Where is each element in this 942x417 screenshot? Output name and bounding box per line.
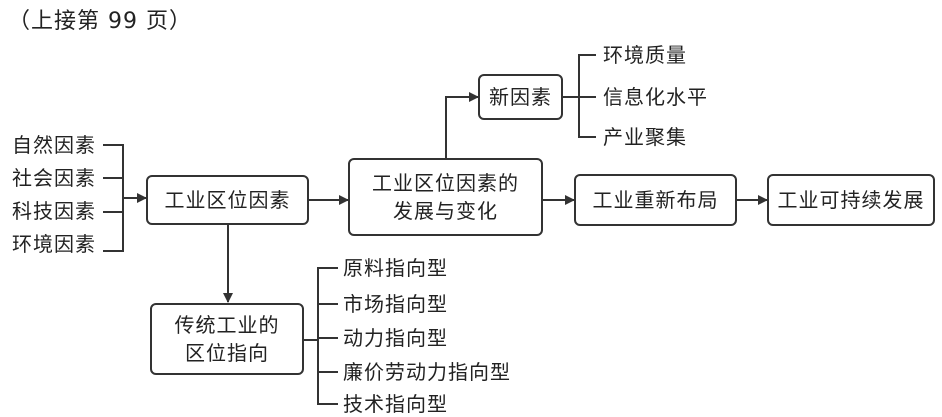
box-development-line1: 工业区位因素的 — [372, 171, 519, 195]
box-traditional-line1: 传统工业的 — [174, 313, 280, 337]
box-new-factors: 新因素 — [478, 74, 563, 120]
box-development-line2: 发展与变化 — [393, 199, 498, 223]
factor-bracket — [103, 144, 124, 252]
factor-technology: 科技因素 — [12, 199, 96, 223]
orientation-raw-material: 原料指向型 — [343, 256, 448, 280]
orientation-power: 动力指向型 — [343, 326, 448, 350]
box-development: 工业区位因素的 发展与变化 — [348, 158, 543, 236]
new-factor-item-informatization: 信息化水平 — [603, 85, 708, 109]
box-relayout: 工业重新布局 — [574, 174, 737, 226]
box-relayout-label: 工业重新布局 — [592, 188, 719, 212]
orientation-cheap-labor: 廉价劳动力指向型 — [343, 360, 511, 384]
orientation-technology: 技术指向型 — [343, 392, 448, 416]
orientation-bracket — [317, 267, 338, 405]
box-new-factors-label: 新因素 — [489, 85, 552, 109]
arrow-development-to-new — [445, 92, 479, 158]
new-factor-bracket — [578, 54, 596, 138]
factor-environment: 环境因素 — [12, 232, 96, 256]
box-traditional: 传统工业的 区位指向 — [150, 303, 304, 375]
box-traditional-line2: 区位指向 — [185, 341, 269, 365]
new-factor-item-industrial-agglomeration: 产业聚集 — [603, 125, 687, 149]
factor-natural: 自然因素 — [12, 133, 96, 157]
box-location-factors-label: 工业区位因素 — [164, 188, 291, 212]
factor-social: 社会因素 — [12, 166, 96, 190]
new-factor-item-environment-quality: 环境质量 — [603, 43, 687, 67]
box-location-factors: 工业区位因素 — [146, 175, 309, 225]
factor-bracket-tick-2 — [103, 177, 123, 213]
page-continuation-note: （上接第 99 页） — [8, 9, 192, 34]
box-sustainable-label: 工业可持续发展 — [777, 188, 925, 212]
box-sustainable: 工业可持续发展 — [767, 174, 935, 226]
orientation-market: 市场指向型 — [343, 292, 448, 316]
